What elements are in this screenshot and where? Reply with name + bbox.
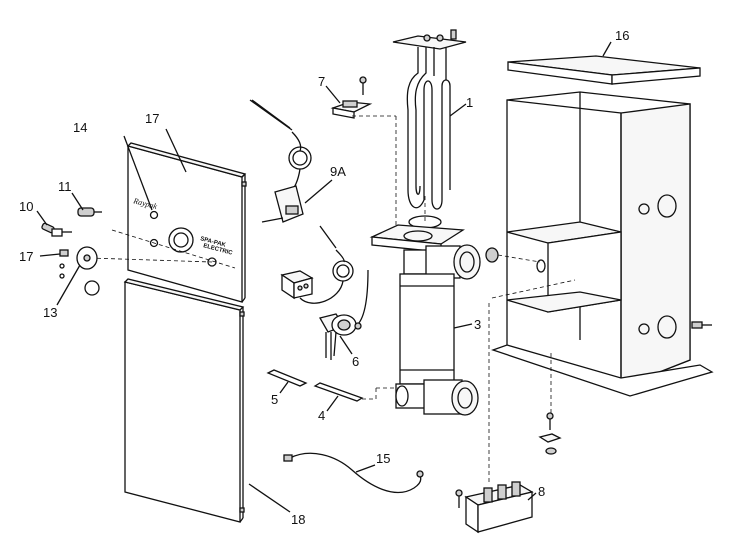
part-16-cabinet-lid xyxy=(507,55,701,85)
part-9a-hi-limit-switch xyxy=(249,99,312,223)
leader-lines xyxy=(36,41,612,513)
callout-10: 10 xyxy=(19,199,33,214)
part-5-gasket-strip xyxy=(266,369,308,387)
part-6-thermostat xyxy=(319,269,369,360)
callout-3: 3 xyxy=(474,317,481,332)
part-11-pilot-light xyxy=(77,207,102,217)
cabinet-clip xyxy=(538,353,562,455)
callout-15: 15 xyxy=(376,451,390,466)
part-4-rod xyxy=(313,382,398,402)
terminal-block xyxy=(280,270,314,300)
callout-17-top: 17 xyxy=(145,111,159,126)
callout-6: 6 xyxy=(352,354,359,369)
part-15-cord xyxy=(283,452,424,494)
callout-7: 7 xyxy=(318,74,325,89)
thermostat-capillary xyxy=(299,225,354,304)
callout-18: 18 xyxy=(291,512,305,527)
callout-17-left: 17 xyxy=(19,249,33,264)
callout-8: 8 xyxy=(538,484,545,499)
callout-9a: 9A xyxy=(330,164,346,179)
part-3-heater-vessel xyxy=(369,224,481,416)
part-13-knob xyxy=(76,246,100,296)
callout-14: 14 xyxy=(73,120,87,135)
part-8-contactor xyxy=(455,300,534,534)
cabinet-fitting xyxy=(485,247,576,299)
part-10-switch xyxy=(41,222,72,237)
callout-16: 16 xyxy=(615,28,629,43)
callout-1: 1 xyxy=(466,95,473,110)
part-7-bracket-relay xyxy=(330,76,397,228)
part-17-front-control-panel: Raypak SPA-PAK ELECTRIC xyxy=(89,142,247,303)
part-17-knob-insert xyxy=(59,249,69,279)
callout-13: 13 xyxy=(43,305,57,320)
callout-11: 11 xyxy=(58,179,72,194)
cabinet-housing xyxy=(491,91,714,397)
part-1-heating-element xyxy=(392,29,467,229)
callout-5: 5 xyxy=(271,392,278,407)
part-18-lower-panel xyxy=(123,278,245,523)
callout-4: 4 xyxy=(318,408,325,423)
callout-labels: 1 3 4 5 6 7 8 9A 10 11 13 14 15 16 17 17… xyxy=(19,28,629,527)
